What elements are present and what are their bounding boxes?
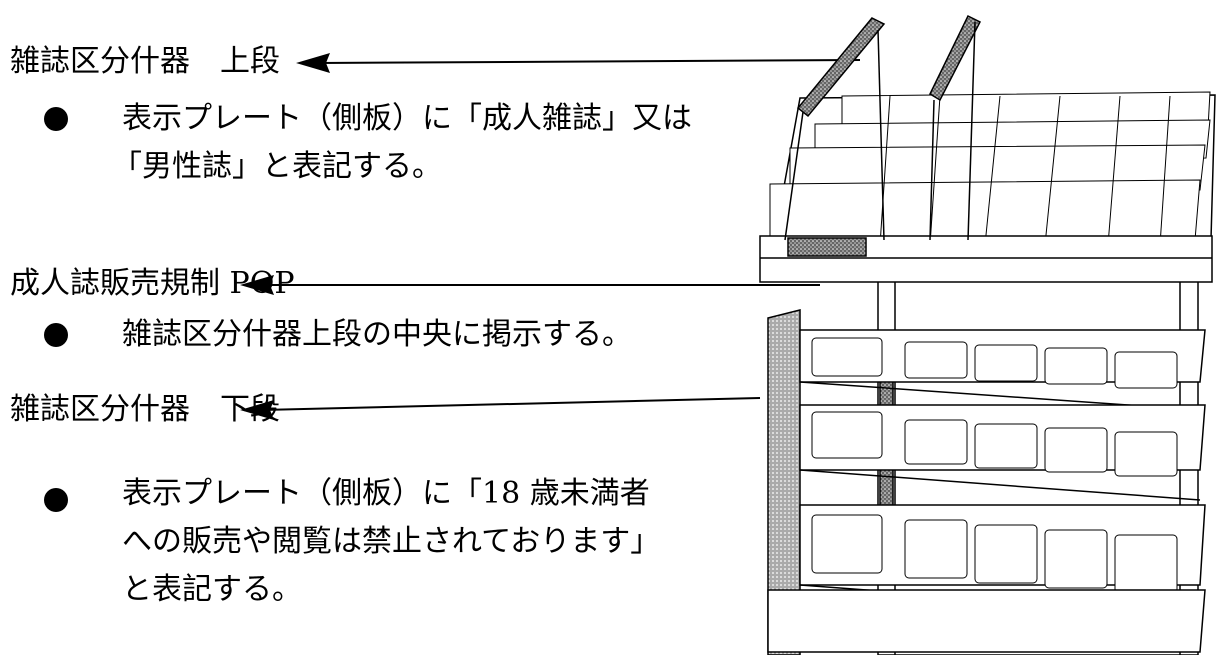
text-lower-tier-line-1: 表示プレート（側板）に「18 歳未満者: [122, 476, 650, 511]
text-lower-tier-line-2: への販売や閲覧は禁止されております」: [122, 524, 661, 559]
text-upper-tier: 表示プレート（側板）に「成人雑誌」又は 「男性誌」と表記する。: [112, 95, 692, 191]
heading-upper-tier: 雑誌区分什器 上段: [10, 44, 280, 79]
arrow-pop: [240, 275, 820, 295]
shelf-illustration: [759, 14, 1216, 655]
text-upper-tier-line-1: 表示プレート（側板）に「成人雑誌」又は: [122, 101, 692, 136]
arrow-upper-tier: [296, 53, 861, 73]
arrow-lower-tier: [240, 397, 761, 420]
text-lower-tier-line-3: と表記する。: [122, 572, 302, 607]
text-pop-line-1: 雑誌区分什器上段の中央に掲示する。: [122, 317, 632, 352]
text-lower-tier: 表示プレート（側板）に「18 歳未満者 への販売や閲覧は禁止されております」 と…: [122, 470, 660, 614]
bullet-upper-tier: [44, 107, 68, 131]
heading-lower-tier: 雑誌区分什器 下段: [10, 392, 280, 427]
bullet-lower-tier: [44, 488, 68, 512]
bullet-pop: [44, 323, 68, 347]
text-pop: 雑誌区分什器上段の中央に掲示する。: [122, 311, 632, 359]
text-upper-tier-line-2: 「男性誌」と表記する。: [112, 149, 442, 184]
